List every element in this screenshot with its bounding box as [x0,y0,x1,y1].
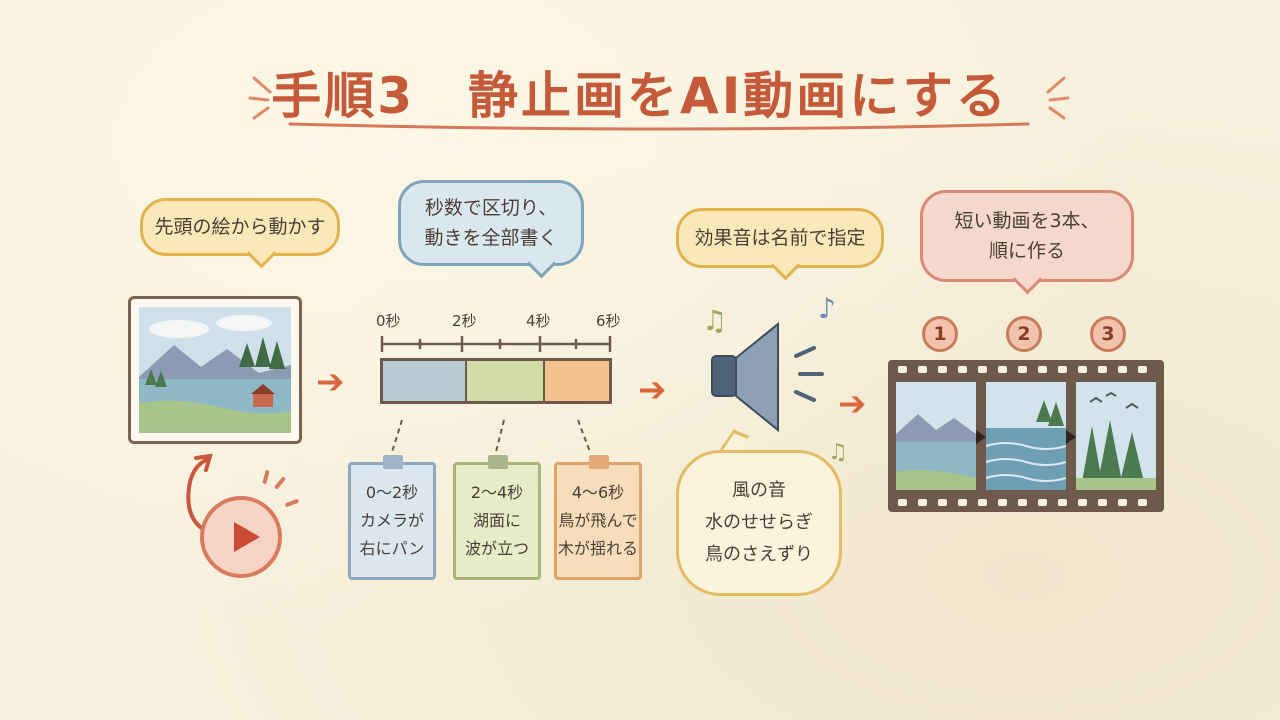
play-arrow-icon [1066,430,1076,444]
clip-frame-1 [896,382,976,490]
timeline-segment-4-6 [545,361,609,401]
clip-icon [383,455,403,469]
timeline-bar [380,358,612,404]
arrow-icon: ➔ [838,384,867,424]
clip-icon [589,455,609,469]
page-title: 手順3 静止画をAI動画にする [271,67,1009,125]
bubble-clips: 短い動画を3本、 順に作る [920,190,1134,295]
card-line2: 木が揺れる [557,539,638,558]
clip-frame-2 [985,382,1067,490]
timeline-segment-2-4 [467,361,545,401]
play-button[interactable] [200,496,282,578]
bubble-timeline-line1: 秒数で区切り、 [424,197,558,219]
music-note-icon: ♪ [818,292,836,325]
card-0-2s: 0～2秒 カメラが 右にパン [348,455,436,580]
sound-item: 鳥のさえずり [705,544,813,565]
card-line1: 鳥が飛んで [558,511,638,530]
card-range: 2～4秒 [470,483,524,502]
bubble-start: 先頭の絵から動かす [140,198,340,269]
card-line2: 波が立つ [464,539,529,558]
sound-item: 風の音 [732,480,786,501]
tick-label: 6秒 [596,312,621,330]
landscape-picture [128,296,302,444]
bubble-clips-line2: 順に作る [988,240,1065,262]
timeline-connectors [391,419,591,453]
title-underline [288,122,1030,131]
sound-item: 水のせせらぎ [705,512,813,533]
title-accent-right-icon [1046,76,1070,120]
card-line1: カメラが [359,511,424,530]
bubble-sound-text: 効果音は名前で指定 [694,227,866,249]
music-note-icon: ♫ [828,440,848,465]
tick-label: 4秒 [526,312,551,330]
arrow-icon: ➔ [638,370,667,410]
bubble-clips-line1: 短い動画を3本、 [954,210,1100,232]
film-strip-icon [888,360,1164,512]
tick-label: 0秒 [376,312,401,330]
clip-icon [488,455,508,469]
loop-arrow-icon [186,453,214,536]
sound-list-bubble: 風の音 水のせせらぎ 鳥のさえずり [676,450,842,596]
play-icon [234,522,260,552]
clip-number: 3 [1090,316,1126,352]
card-line1: 湖面に [472,511,521,530]
card-4-6s: 4～6秒 鳥が飛んで 木が揺れる [554,455,642,580]
card-range: 0～2秒 [365,483,419,502]
bubble-timeline-line2: 動きを全部書く [424,227,558,249]
arrow-icon: ➔ [316,362,345,402]
tick-label: 2秒 [452,312,477,330]
landscape-image [139,307,291,433]
timeline-segment-0-2 [383,361,467,401]
timeline-ruler [380,336,612,352]
music-note-icon: ♫ [702,304,728,337]
bubble-timeline: 秒数で区切り、 動きを全部書く [398,180,584,279]
clip-frame-3 [1076,382,1156,490]
bubble-start-text: 先頭の絵から動かす [154,216,326,238]
clip-number: 2 [1006,316,1042,352]
card-line2: 右にパン [359,539,425,558]
card-range: 4～6秒 [571,483,625,502]
card-2-4s: 2～4秒 湖面に 波が立つ [453,455,541,580]
clip-number: 1 [922,316,958,352]
bubble-sound: 効果音は名前で指定 [676,208,884,281]
speaker-icon [711,321,824,433]
play-arrow-icon [976,430,986,444]
title-accent-left-icon [248,76,272,120]
